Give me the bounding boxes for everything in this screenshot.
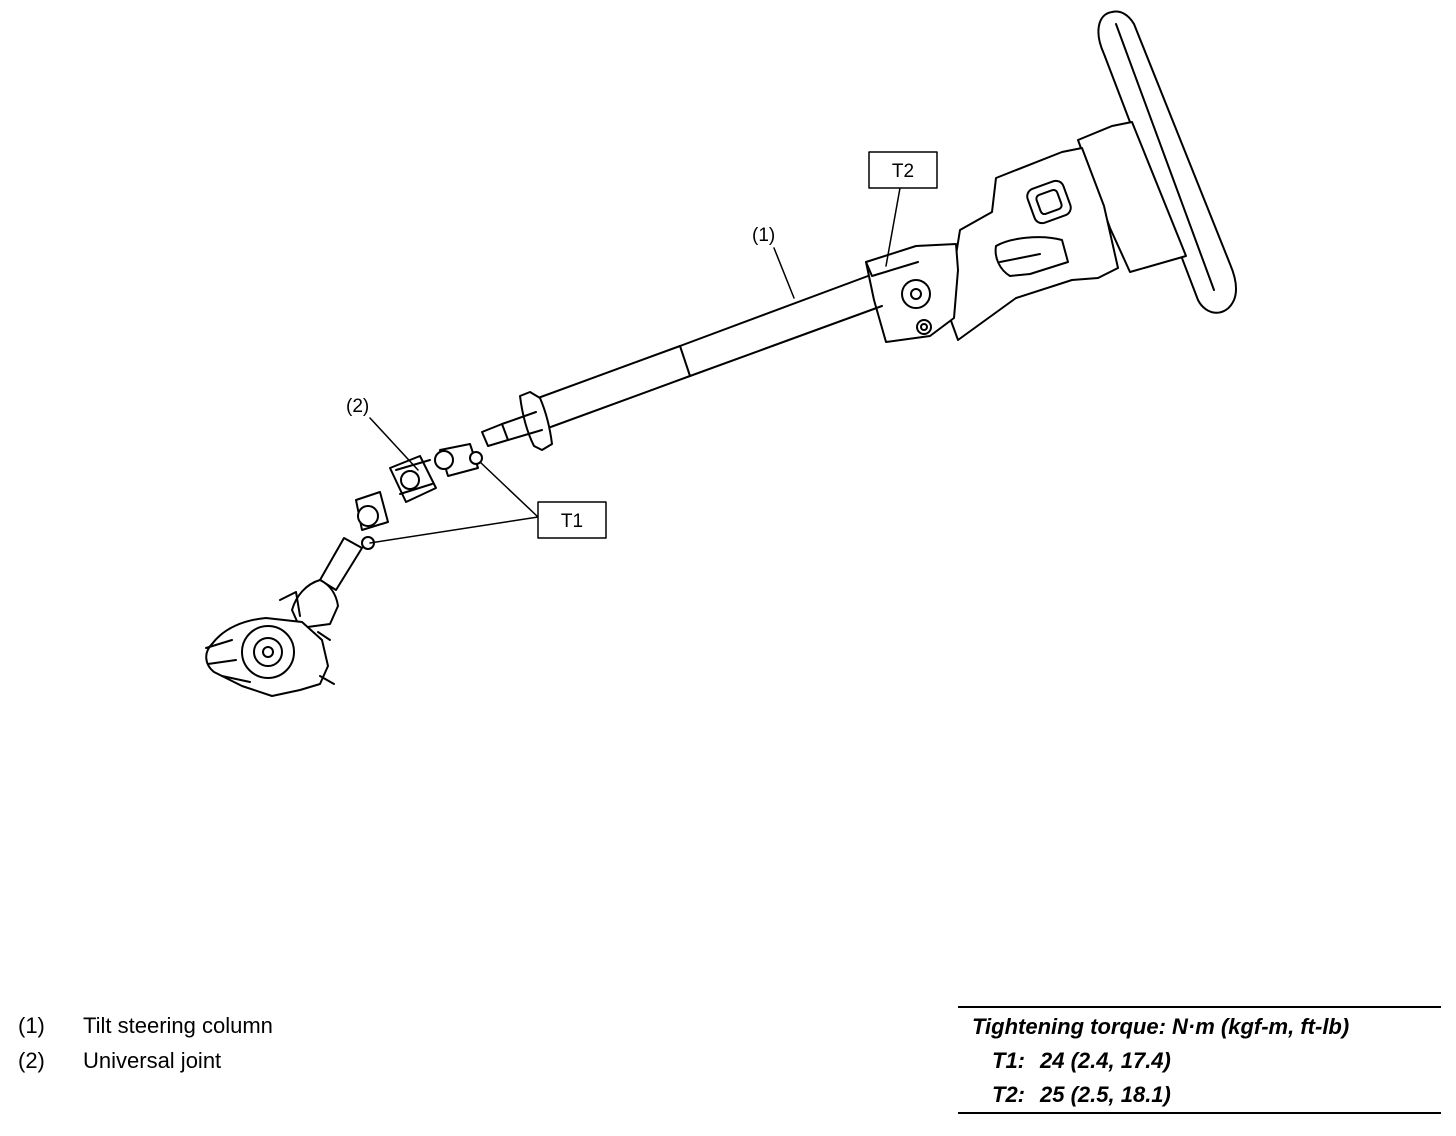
legend-text: Universal joint xyxy=(83,1048,222,1073)
legend-item: (2) Universal joint xyxy=(18,1043,273,1078)
steering-wheel xyxy=(1097,10,1238,314)
torque-title: Tightening torque: N·m (kgf-m, ft-lb) xyxy=(972,1014,1350,1039)
torque-key: T2: xyxy=(992,1082,1025,1107)
t1-callout-label: T1 xyxy=(561,511,583,532)
torque-key: T1: xyxy=(992,1048,1025,1073)
column-bracket xyxy=(865,243,959,343)
universal-joint xyxy=(319,443,483,591)
callout-leaders xyxy=(369,187,901,544)
parts-legend: (1) Tilt steering column (2) Universal j… xyxy=(18,1008,273,1078)
callout-item2-label: (2) xyxy=(346,396,369,417)
t2-callout-box xyxy=(868,151,938,189)
torque-value: 24 (2.4, 17.4) xyxy=(1040,1048,1171,1073)
legend-number: (1) xyxy=(18,1013,45,1038)
steering-column-diagram: (1) (2) T2 T1 xyxy=(205,10,1238,697)
column-tube xyxy=(481,275,883,451)
torque-table: Tightening torque: N·m (kgf-m, ft-lb) T1… xyxy=(958,1006,1441,1114)
column-housing xyxy=(949,121,1187,341)
t1-callout-box xyxy=(537,501,607,539)
gear-box xyxy=(205,579,339,697)
legend-text: Tilt steering column xyxy=(83,1013,273,1038)
torque-row: T1: 24 (2.4, 17.4) xyxy=(958,1044,1441,1078)
t2-callout-label: T2 xyxy=(892,161,914,182)
legend-item: (1) Tilt steering column xyxy=(18,1008,273,1043)
torque-value: 25 (2.5, 18.1) xyxy=(1040,1082,1171,1107)
torque-row: T2: 25 (2.5, 18.1) xyxy=(958,1078,1441,1112)
callout-item1-label: (1) xyxy=(752,225,775,246)
legend-number: (2) xyxy=(18,1048,45,1073)
